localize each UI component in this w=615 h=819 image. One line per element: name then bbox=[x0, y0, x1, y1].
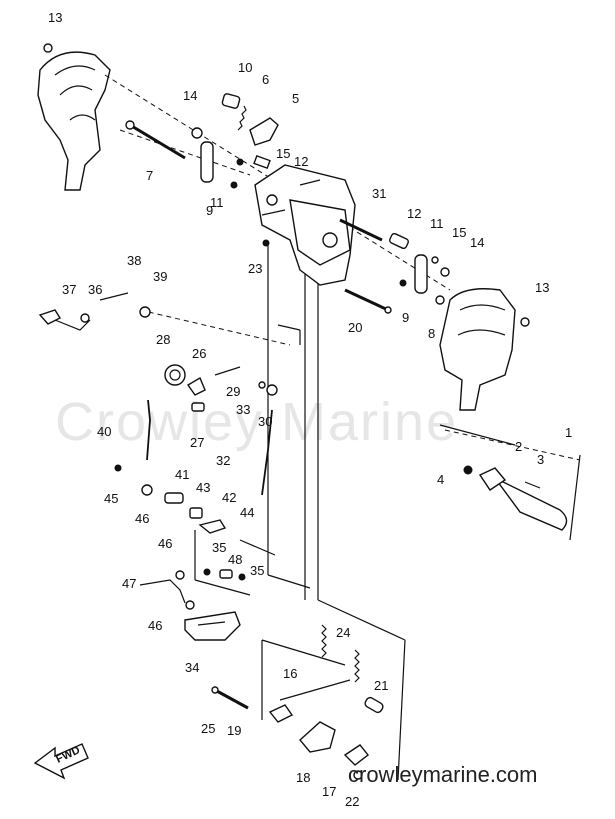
bottom-parts bbox=[211, 624, 384, 780]
callout-3: 3 bbox=[537, 452, 544, 467]
callout-15: 15 bbox=[452, 225, 466, 240]
callout-24: 24 bbox=[336, 625, 350, 640]
callout-23: 23 bbox=[248, 261, 262, 276]
callout-33: 33 bbox=[236, 402, 250, 417]
callout-13: 13 bbox=[535, 280, 549, 295]
callout-9: 9 bbox=[402, 310, 409, 325]
callout-35: 35 bbox=[212, 540, 226, 555]
watermark: Crowley Marine bbox=[55, 392, 458, 452]
callout-19: 19 bbox=[227, 723, 241, 738]
callout-39: 39 bbox=[153, 269, 167, 284]
callout-44: 44 bbox=[240, 505, 254, 520]
callout-21: 21 bbox=[374, 678, 388, 693]
right-control-housing bbox=[439, 288, 530, 411]
forward-direction-arrow: FWD bbox=[33, 743, 89, 780]
callout-43: 43 bbox=[196, 480, 210, 495]
callout-27: 27 bbox=[190, 435, 204, 450]
control-lever bbox=[463, 465, 568, 531]
lower-left-parts bbox=[114, 464, 276, 641]
callout-41: 41 bbox=[175, 467, 189, 482]
callout-26: 26 bbox=[192, 346, 206, 361]
callout-14: 14 bbox=[183, 88, 197, 103]
callout-35: 35 bbox=[250, 563, 264, 578]
callout-4: 4 bbox=[437, 472, 444, 487]
callout-10: 10 bbox=[238, 60, 252, 75]
callout-20: 20 bbox=[348, 320, 362, 335]
callout-11: 11 bbox=[430, 216, 444, 231]
left-mid-parts bbox=[38, 292, 278, 496]
callout-15: 15 bbox=[276, 146, 290, 161]
callout-47: 47 bbox=[122, 576, 136, 591]
callout-16: 16 bbox=[283, 666, 297, 681]
callout-31: 31 bbox=[372, 186, 386, 201]
callout-48: 48 bbox=[228, 552, 242, 567]
callout-30: 30 bbox=[258, 414, 272, 429]
callout-14: 14 bbox=[470, 235, 484, 250]
callout-11: 11 bbox=[210, 195, 224, 210]
callout-42: 42 bbox=[222, 490, 236, 505]
left-control-housing bbox=[37, 43, 111, 191]
callout-22: 22 bbox=[345, 794, 359, 809]
callout-46: 46 bbox=[148, 618, 162, 633]
callout-46: 46 bbox=[135, 511, 149, 526]
callout-1: 1 bbox=[565, 425, 572, 440]
callout-46: 46 bbox=[158, 536, 172, 551]
callout-6: 6 bbox=[262, 72, 269, 87]
center-bracket bbox=[254, 164, 356, 286]
upper-small-parts bbox=[125, 93, 450, 314]
callout-34: 34 bbox=[185, 660, 199, 675]
callout-38: 38 bbox=[127, 253, 141, 268]
callout-12: 12 bbox=[294, 154, 308, 169]
callout-7: 7 bbox=[146, 168, 153, 183]
callout-2: 2 bbox=[515, 439, 522, 454]
callout-18: 18 bbox=[296, 770, 310, 785]
callout-9: 9 bbox=[206, 203, 213, 218]
callout-37: 37 bbox=[62, 282, 76, 297]
website-url: crowleymarine.com bbox=[348, 762, 538, 787]
callout-8: 8 bbox=[428, 326, 435, 341]
callout-5: 5 bbox=[292, 91, 299, 106]
assembly-guide-lines bbox=[104, 74, 581, 781]
callout-28: 28 bbox=[156, 332, 170, 347]
callout-36: 36 bbox=[88, 282, 102, 297]
callout-40: 40 bbox=[97, 424, 111, 439]
callout-45: 45 bbox=[104, 491, 118, 506]
callout-17: 17 bbox=[322, 784, 336, 799]
callout-25: 25 bbox=[201, 721, 215, 736]
callout-12: 12 bbox=[407, 206, 421, 221]
callout-13: 13 bbox=[48, 10, 62, 25]
callout-32: 32 bbox=[216, 453, 230, 468]
callout-29: 29 bbox=[226, 384, 240, 399]
